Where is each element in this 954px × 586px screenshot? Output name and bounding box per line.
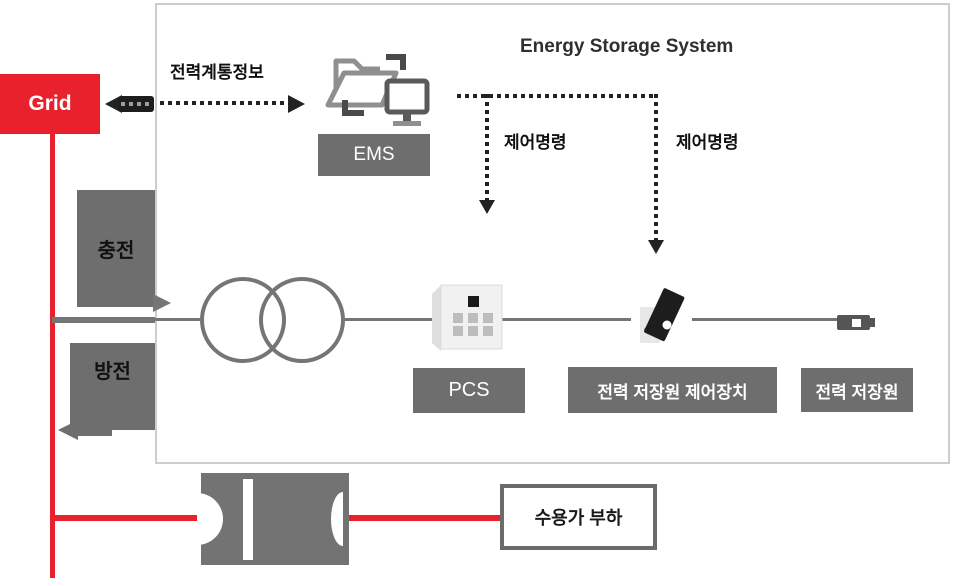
grid-label: Grid — [28, 92, 72, 115]
charge-node: 충전 — [77, 190, 155, 307]
ems-label: EMS — [353, 144, 395, 165]
folder-monitor-icon — [325, 54, 430, 126]
bus-line-segment — [52, 317, 155, 323]
storage-label: 전력 저장원 — [815, 382, 899, 402]
pcs-label: PCS — [448, 379, 490, 401]
storage-controller-node: 전력 저장원 제어장치 — [568, 367, 777, 413]
control-command-left-label: 제어명령 — [504, 133, 567, 152]
panel-title: Energy Storage System — [520, 36, 734, 57]
grid-power-line-vertical — [50, 134, 55, 578]
discharge-node: 방전 — [70, 343, 155, 430]
battery-icon — [837, 315, 875, 330]
arrow-down-icon — [648, 240, 664, 254]
cabinet-icon — [432, 284, 503, 351]
grid-node: Grid — [0, 74, 100, 134]
discharge-arrow-icon — [58, 420, 78, 440]
bus-line-segment — [500, 318, 631, 321]
transformer-circles-icon — [259, 277, 345, 363]
control-dotted-top — [457, 94, 658, 98]
motor-icon — [197, 473, 349, 565]
arrow-left-icon — [105, 95, 122, 113]
control-dotted-left — [485, 94, 489, 200]
ems-node: EMS — [318, 134, 430, 176]
storage-controller-label: 전력 저장원 제어장치 — [597, 382, 748, 402]
arrow-down-icon — [479, 200, 495, 214]
bus-line-segment — [692, 318, 838, 321]
grid-info-label: 전력계통정보 — [170, 63, 264, 82]
pcs-node: PCS — [413, 368, 525, 413]
control-command-right-label: 제어명령 — [676, 133, 739, 152]
charge-label: 충전 — [97, 240, 135, 262]
arrow-right-icon — [288, 95, 305, 113]
bus-line-segment — [345, 318, 433, 321]
charge-arrow-icon — [153, 294, 171, 312]
storage-node: 전력 저장원 — [801, 368, 913, 412]
discharge-arrow-shaft — [78, 424, 112, 436]
control-dotted-right — [654, 94, 658, 240]
dotted-bar-icon — [118, 96, 154, 112]
discharge-label: 방전 — [94, 361, 131, 383]
bus-line-segment — [155, 318, 200, 321]
consumer-load-node: 수용가 부하 — [500, 484, 657, 550]
grid-info-dotted-line — [160, 101, 288, 105]
switch-icon — [640, 288, 685, 343]
consumer-load-label: 수용가 부하 — [534, 508, 623, 528]
